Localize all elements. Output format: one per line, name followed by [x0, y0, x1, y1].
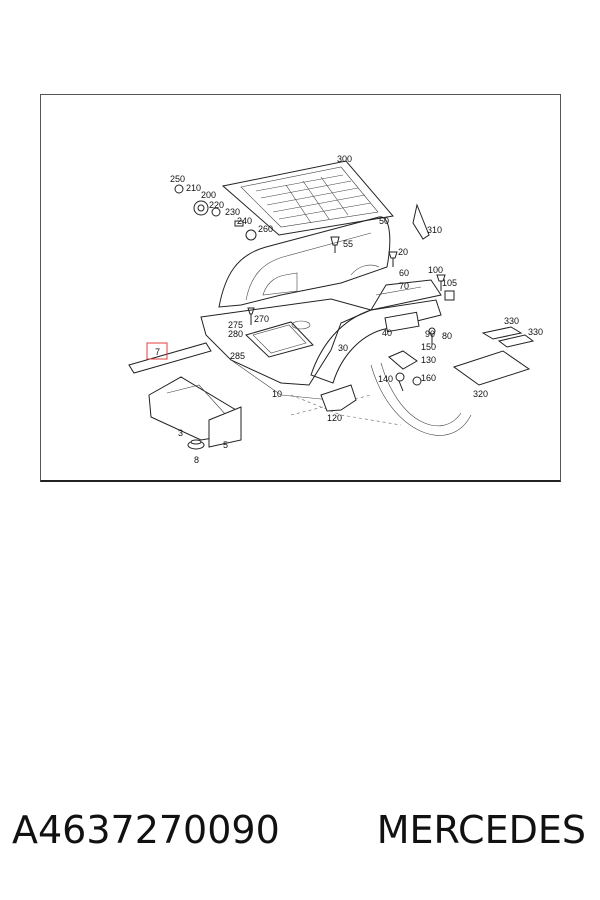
parts-diagram: 300 250 210 200 220 230 240 260 50 310 5…: [40, 94, 561, 482]
label-90: 90: [425, 329, 435, 339]
fastener-parts: [174, 184, 455, 392]
label-250: 250: [170, 174, 185, 184]
wheel-arch-outline: [290, 362, 472, 436]
label-8: 8: [194, 455, 199, 465]
callout-labels: 300 250 210 200 220 230 240 260 50 310 5…: [155, 154, 543, 465]
label-130: 130: [421, 355, 436, 365]
bracket-120-part: [320, 384, 357, 412]
label-3: 3: [178, 428, 183, 438]
label-30: 30: [338, 343, 348, 353]
label-50: 50: [379, 216, 389, 226]
label-5: 5: [223, 440, 228, 450]
label-60: 60: [399, 268, 409, 278]
label-100: 100: [428, 265, 443, 275]
label-285: 285: [230, 351, 245, 361]
caption-bar: A4637270090 MERCEDES: [0, 800, 600, 860]
label-200: 200: [201, 190, 216, 200]
label-240: 240: [237, 216, 252, 226]
label-70: 70: [399, 281, 409, 291]
brand-name: MERCEDES: [376, 808, 586, 852]
label-150: 150: [421, 342, 436, 352]
label-220: 220: [209, 200, 224, 210]
foam-block-part: [148, 376, 242, 450]
label-270: 270: [254, 314, 269, 324]
label-40: 40: [382, 328, 392, 338]
label-330-lower: 330: [528, 327, 543, 337]
label-120: 120: [327, 413, 342, 423]
label-55: 55: [343, 239, 353, 249]
strip-part-7: [128, 342, 212, 374]
label-275: 275: [228, 320, 243, 330]
label-105: 105: [442, 278, 457, 288]
label-300: 300: [337, 154, 352, 164]
floor-mat-part: [221, 160, 394, 236]
label-10: 10: [272, 389, 282, 399]
label-230: 230: [225, 207, 240, 217]
label-330-upper: 330: [504, 316, 519, 326]
label-7-highlighted: 7: [155, 347, 160, 357]
label-310: 310: [427, 225, 442, 235]
part-number: A4637270090: [12, 808, 280, 852]
highlight-box: [146, 342, 168, 360]
trunk-shell-part: [218, 216, 391, 308]
label-80: 80: [442, 331, 452, 341]
label-320: 320: [473, 389, 488, 399]
side-trim-part: [310, 279, 442, 384]
parts-diagram-drawing: 300 250 210 200 220 230 240 260 50 310 5…: [128, 154, 543, 465]
label-280: 280: [228, 329, 243, 339]
label-260: 260: [258, 224, 273, 234]
label-140: 140: [378, 374, 393, 384]
label-210: 210: [186, 183, 201, 193]
label-160: 160: [421, 373, 436, 383]
cover-130-part: [388, 350, 418, 370]
floor-panel-part: [200, 298, 402, 426]
label-20: 20: [398, 247, 408, 257]
mat-pieces-part: [452, 326, 535, 386]
